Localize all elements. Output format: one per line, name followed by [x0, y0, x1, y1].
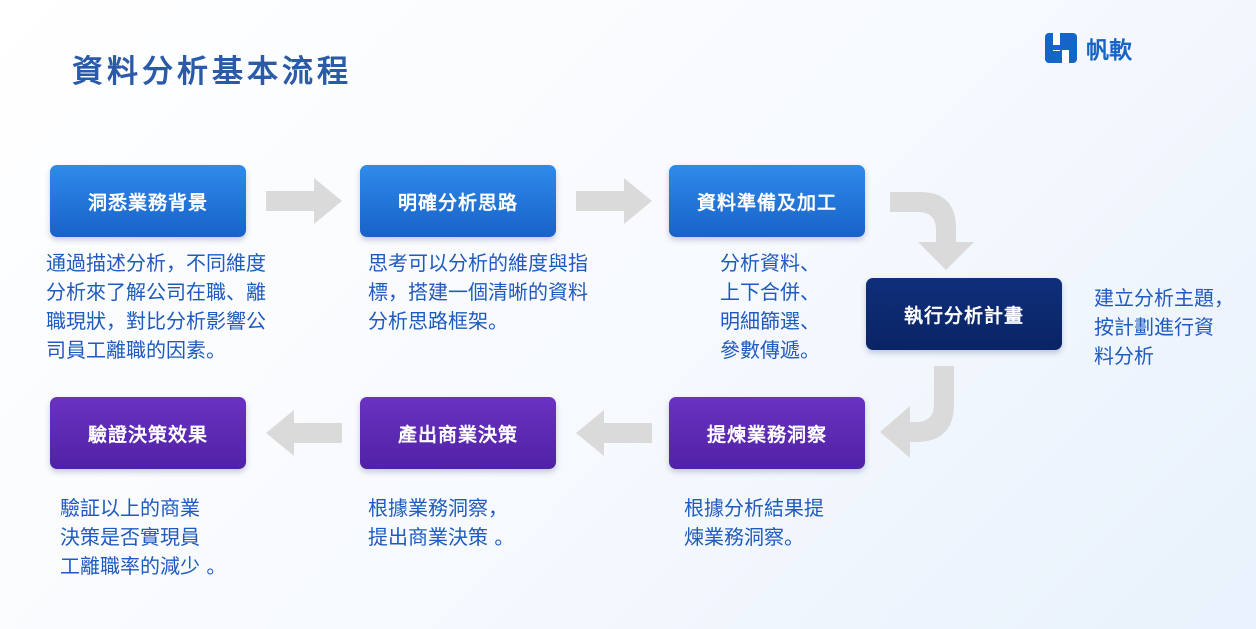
arrow-right-icon — [576, 178, 652, 224]
step-understand-business-description: 通過描述分析，不同維度 分析來了解公司在職、離 職現狀，對比分析影響公 司員工離… — [46, 251, 266, 362]
step-business-decision-description: 根據業務洞察， 提出商業決策 。 — [368, 496, 515, 549]
step-extract-insights-description: 根據分析結果提 煉業務洞察。 — [684, 496, 824, 549]
step-business-decision: 產出商業決策 — [360, 397, 556, 469]
step-extract-insights: 提煉業務洞察 — [669, 397, 865, 469]
page-title: 資料分析基本流程 — [72, 54, 352, 90]
step-execute-plan: 執行分析計畫 — [866, 278, 1062, 350]
arrow-left-icon — [266, 410, 342, 456]
step-understand-business: 洞悉業務背景 — [50, 165, 246, 237]
curved-arrow-left-icon — [880, 366, 954, 458]
step-clarify-approach: 明確分析思路 — [360, 165, 556, 237]
arrow-right-icon — [266, 178, 342, 224]
arrow-left-icon — [576, 410, 652, 456]
step-prepare-data-description: 分析資料、 上下合併、 明細篩選、 參數傳遞。 — [720, 251, 820, 362]
brand-logo: 帆軟 — [1044, 30, 1132, 66]
step-execute-plan-description: 建立分析主題， 按計劃進行資 料分析 — [1094, 286, 1234, 368]
step-verify-effect: 驗證決策效果 — [50, 397, 246, 469]
step-prepare-data: 資料準備及加工 — [669, 165, 865, 237]
fanruan-logo-icon — [1045, 33, 1077, 63]
curved-arrow-down-icon — [890, 192, 974, 270]
step-verify-effect-description: 驗証以上的商業 決策是否實現員 工離職率的減少 。 — [60, 496, 227, 578]
step-clarify-approach-description: 思考可以分析的維度與指 標，搭建一個清晰的資料 分析思路框架。 — [368, 251, 588, 333]
brand-name: 帆軟 — [1086, 38, 1132, 64]
